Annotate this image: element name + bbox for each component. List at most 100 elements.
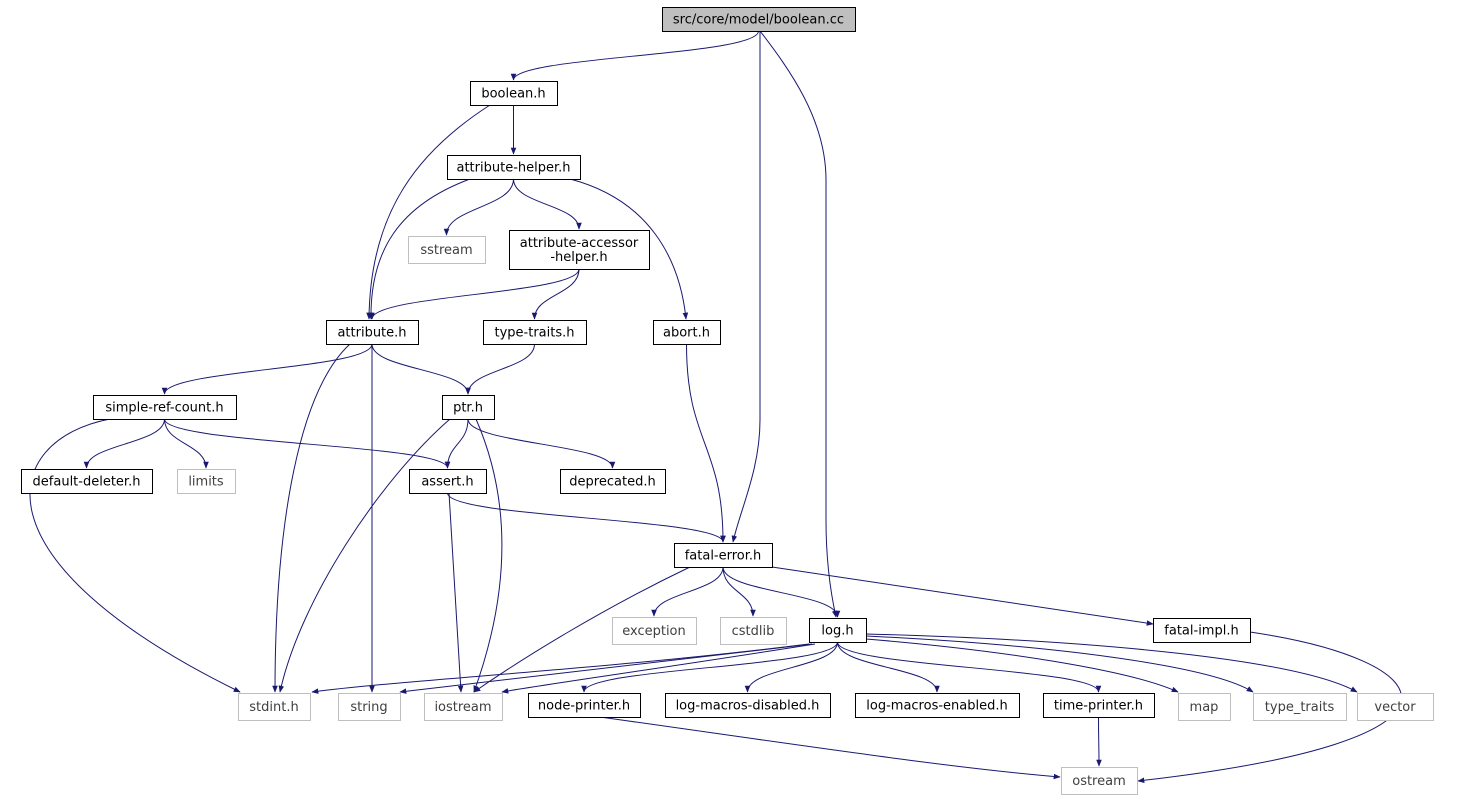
node-iostream: iostream [424, 693, 503, 721]
edge-attribute-helper-h-to-abort-h [569, 178, 689, 320]
edge-log-h-to-time-printer-h [837, 641, 1102, 693]
node-label: vector [1374, 700, 1416, 715]
node-string: string [338, 693, 401, 721]
node-box [674, 543, 773, 568]
edge-root-to-fatal-error-h [731, 31, 761, 543]
edge-fatal-error-h-to-cstdlib [722, 566, 756, 617]
node-ostream: ostream [1061, 767, 1138, 795]
node-ptr-h[interactable]: ptr.h [442, 395, 495, 420]
node-label: fatal-error.h [685, 549, 762, 564]
node-label: exception [622, 624, 686, 639]
node-label: log-macros-enabled.h [866, 699, 1007, 714]
node-label: log-macros-disabled.h [676, 699, 820, 714]
node-label: attribute-accessor [520, 236, 639, 251]
node-boolean-h[interactable]: boolean.h [470, 81, 558, 106]
edge-simple-ref-count-h-to-limits [164, 418, 209, 469]
edge-ptr-h-to-deprecated-h [467, 418, 616, 469]
edge-fatal-error-h-to-iostream [473, 566, 691, 693]
node-box [338, 693, 401, 721]
node-sstream: sstream [408, 236, 486, 264]
edge-attribute-h-to-simple-ref-count-h [161, 343, 373, 395]
node-box [1357, 693, 1434, 721]
node-box [809, 618, 867, 643]
node-label: cstdlib [732, 624, 775, 639]
edge-fatal-error-h-to-log-h [722, 566, 841, 618]
node-type-traits-h[interactable]: type-traits.h [483, 320, 587, 345]
edge-attribute-helper-h-to-sstream [443, 178, 514, 236]
node-box [326, 320, 419, 345]
edge-simple-ref-count-h-to-stdint-h [29, 418, 241, 693]
node-attribute-accessor-helper-h[interactable]: attribute-accessor-helper.h [509, 230, 650, 270]
node-root[interactable]: src/core/model/boolean.cc [662, 7, 856, 32]
edge-attribute-accessor-helper-h-to-attribute-h [369, 268, 580, 320]
node-box [447, 155, 581, 180]
node-time-printer-h[interactable]: time-printer.h [1043, 693, 1155, 718]
node-type-traits: type_traits [1253, 693, 1347, 721]
node-label: limits [188, 475, 224, 490]
node-box [1178, 693, 1231, 721]
node-label: fatal-impl.h [1164, 624, 1238, 639]
node-attribute-helper-h[interactable]: attribute-helper.h [447, 155, 581, 180]
node-box [93, 395, 237, 420]
edge-log-h-to-string [399, 643, 813, 694]
edge-attribute-accessor-helper-h-to-type-traits-h [531, 268, 580, 320]
edge-log-h-to-log-macros-enabled-h [837, 641, 940, 693]
edge-log-h-to-iostream [501, 643, 816, 694]
node-box [653, 320, 721, 345]
edge-abort-h-to-fatal-error-h [686, 343, 726, 543]
node-log-macros-disabled-h[interactable]: log-macros-disabled.h [665, 693, 831, 718]
node-box [662, 7, 856, 32]
node-attribute-h[interactable]: attribute.h [326, 320, 419, 345]
node-label: attribute-helper.h [456, 161, 570, 176]
node-box [442, 395, 495, 420]
edge-type-traits-h-to-ptr-h [465, 343, 535, 395]
node-label: iostream [434, 700, 491, 715]
node-assert-h[interactable]: assert.h [409, 469, 487, 494]
node-label: default-deleter.h [33, 475, 141, 490]
edge-log-h-to-type-traits [865, 635, 1254, 693]
edge-simple-ref-count-h-to-default-deleter-h [83, 418, 165, 469]
node-log-macros-enabled-h[interactable]: log-macros-enabled.h [855, 693, 1020, 718]
node-label: -helper.h [550, 250, 607, 265]
edge-root-to-log-h [759, 30, 838, 618]
node-label: stdint.h [249, 700, 298, 715]
edge-attribute-helper-h-to-attribute-h [368, 178, 471, 320]
node-box [470, 81, 558, 106]
edge-log-h-to-log-macros-disabled-h [744, 641, 838, 693]
edge-assert-h-to-iostream [448, 492, 464, 693]
edge-simple-ref-count-h-to-assert-h [164, 418, 451, 469]
node-label: ptr.h [453, 401, 483, 416]
edge-log-h-to-node-printer-h [581, 641, 838, 693]
node-vector: vector [1357, 693, 1434, 721]
node-fatal-error-h[interactable]: fatal-error.h [674, 543, 773, 568]
node-box [1043, 693, 1155, 718]
edge-fatal-error-h-to-fatal-impl-h [771, 566, 1154, 626]
node-box [1153, 618, 1251, 643]
node-abort-h[interactable]: abort.h [653, 320, 721, 345]
edge-root-to-boolean-h [510, 30, 759, 81]
edge-ptr-h-to-stdint-h [278, 418, 451, 693]
node-cstdlib: cstdlib [720, 617, 787, 645]
node-box [560, 469, 666, 494]
node-exception: exception [612, 617, 697, 645]
node-fatal-impl-h[interactable]: fatal-impl.h [1153, 618, 1251, 643]
node-log-h[interactable]: log.h [809, 618, 867, 643]
edge-node-printer-h-to-ostream [599, 716, 1061, 780]
node-box [612, 617, 697, 645]
node-box [408, 236, 486, 264]
node-box [238, 693, 311, 721]
node-label: sstream [420, 243, 472, 258]
node-deprecated-h[interactable]: deprecated.h [560, 469, 666, 494]
node-label: string [350, 700, 387, 715]
node-box [1061, 767, 1138, 795]
edge-assert-h-to-fatal-error-h [447, 492, 726, 543]
node-default-deleter-h[interactable]: default-deleter.h [21, 469, 153, 494]
node-box [409, 469, 487, 494]
node-box [1253, 693, 1347, 721]
node-simple-ref-count-h[interactable]: simple-ref-count.h [93, 395, 237, 420]
node-limits: limits [177, 469, 236, 494]
edge-log-h-to-map [865, 638, 1179, 693]
node-label: deprecated.h [569, 475, 655, 490]
node-node-printer-h[interactable]: node-printer.h [528, 693, 641, 718]
